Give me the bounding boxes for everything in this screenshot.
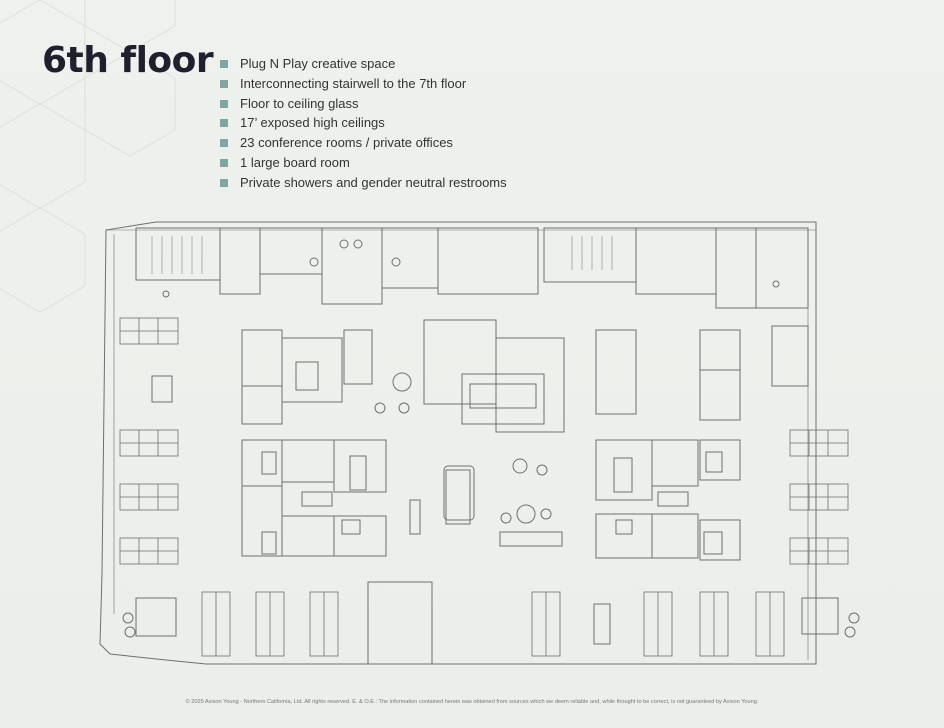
feature-item: Private showers and gender neutral restr… (220, 173, 507, 193)
square-bullet-icon (220, 79, 228, 88)
building-core (135, 227, 809, 309)
square-bullet-icon (220, 158, 228, 167)
central-rooms (241, 319, 809, 665)
feature-text: Interconnecting stairwell to the 7th flo… (240, 75, 467, 91)
feature-text: Floor to ceiling glass (240, 95, 359, 111)
square-bullet-icon (220, 99, 228, 108)
conference-tables (151, 361, 723, 645)
feature-text: Private showers and gender neutral restr… (240, 174, 507, 190)
square-bullet-icon (220, 139, 228, 148)
feature-item: Interconnecting stairwell to the 7th flo… (220, 74, 507, 94)
feature-text: 1 large board room (240, 154, 350, 170)
floor-plan (99, 221, 860, 665)
square-bullet-icon (220, 178, 228, 187)
feature-item: Plug N Play creative space (220, 54, 507, 74)
exterior-wall (99, 221, 817, 665)
workstation-clusters (119, 317, 849, 657)
feature-text: 23 conference rooms / private offices (240, 135, 453, 151)
copyright-footer: © 2025 Avison Young - Northern Californi… (185, 699, 759, 705)
feature-list: Plug N Play creative space Interconnecti… (220, 54, 507, 193)
square-bullet-icon (220, 60, 228, 68)
square-bullet-icon (220, 119, 228, 128)
page-title: 6th floor (42, 40, 214, 81)
lounge-seating (122, 372, 860, 638)
feature-text: Plug N Play creative space (240, 56, 396, 71)
feature-item: 17’ exposed high ceilings (220, 113, 507, 133)
feature-text: 17’ exposed high ceilings (240, 115, 385, 131)
feature-item: 23 conference rooms / private offices (220, 133, 507, 153)
feature-item: 1 large board room (220, 153, 507, 173)
feature-item: Floor to ceiling glass (220, 94, 507, 114)
